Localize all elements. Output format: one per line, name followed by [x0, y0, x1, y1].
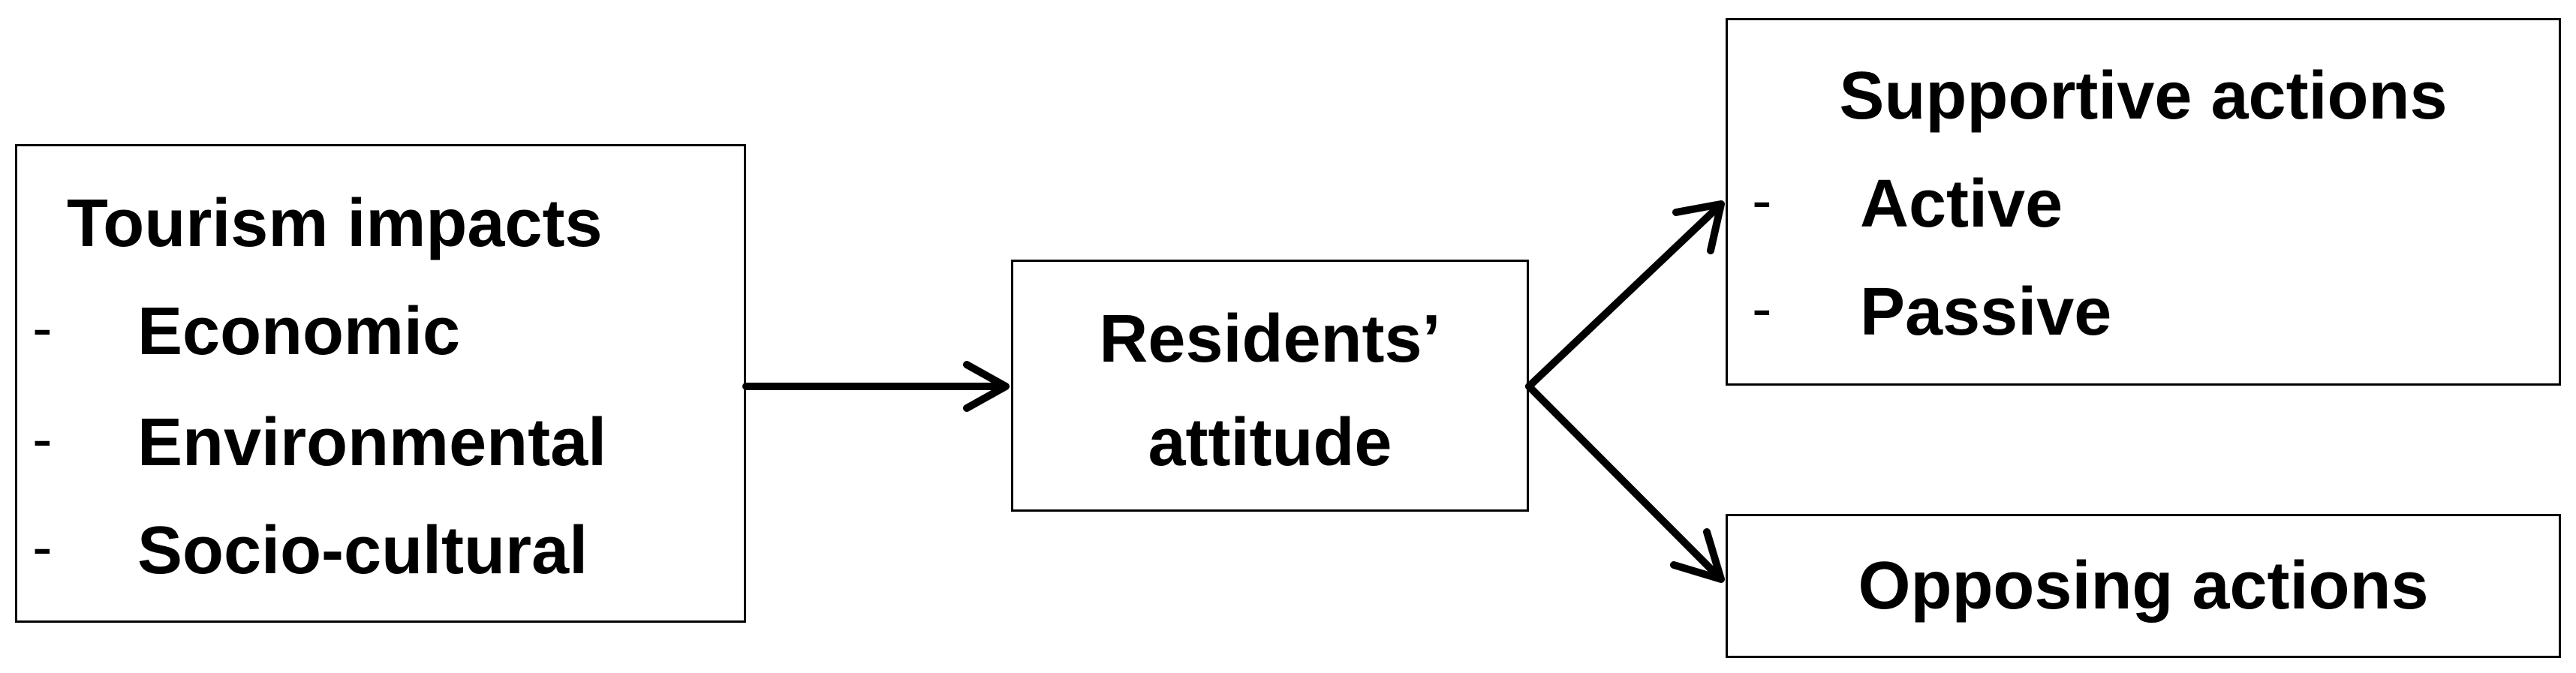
tourism-impacts-title: Tourism impacts	[67, 186, 603, 261]
impact-dash: -	[32, 294, 53, 361]
opposing-actions-box: Opposing actions	[1726, 514, 2561, 658]
impact-dash: -	[32, 405, 53, 472]
attitude-line-1: Residents’	[1099, 302, 1441, 377]
supportive-actions-title: Supportive actions	[1839, 59, 2448, 134]
impact-dash: -	[32, 513, 53, 580]
impact-label-economic: Economic	[137, 294, 461, 369]
impact-label-socio-cultural: Socio-cultural	[137, 513, 588, 588]
supportive-actions-box: Supportive actions - Active - Passive	[1726, 18, 2561, 386]
residents-attitude-box: Residents’ attitude	[1011, 260, 1529, 512]
supportive-dash: -	[1752, 275, 1772, 341]
arrow-impacts-to-attitude	[742, 361, 1010, 412]
arrow-attitude-to-opposing	[1525, 383, 1725, 583]
opposing-actions-title: Opposing actions	[1858, 548, 2429, 623]
supportive-label-passive: Passive	[1860, 275, 2112, 350]
supportive-dash: -	[1752, 167, 1772, 233]
impact-label-environmental: Environmental	[137, 405, 607, 480]
attitude-line-2: attitude	[1148, 405, 1392, 480]
supportive-label-active: Active	[1860, 167, 2063, 242]
arrow-attitude-to-supportive	[1525, 200, 1725, 390]
tourism-impacts-box: Tourism impacts - Economic - Environment…	[15, 144, 746, 623]
